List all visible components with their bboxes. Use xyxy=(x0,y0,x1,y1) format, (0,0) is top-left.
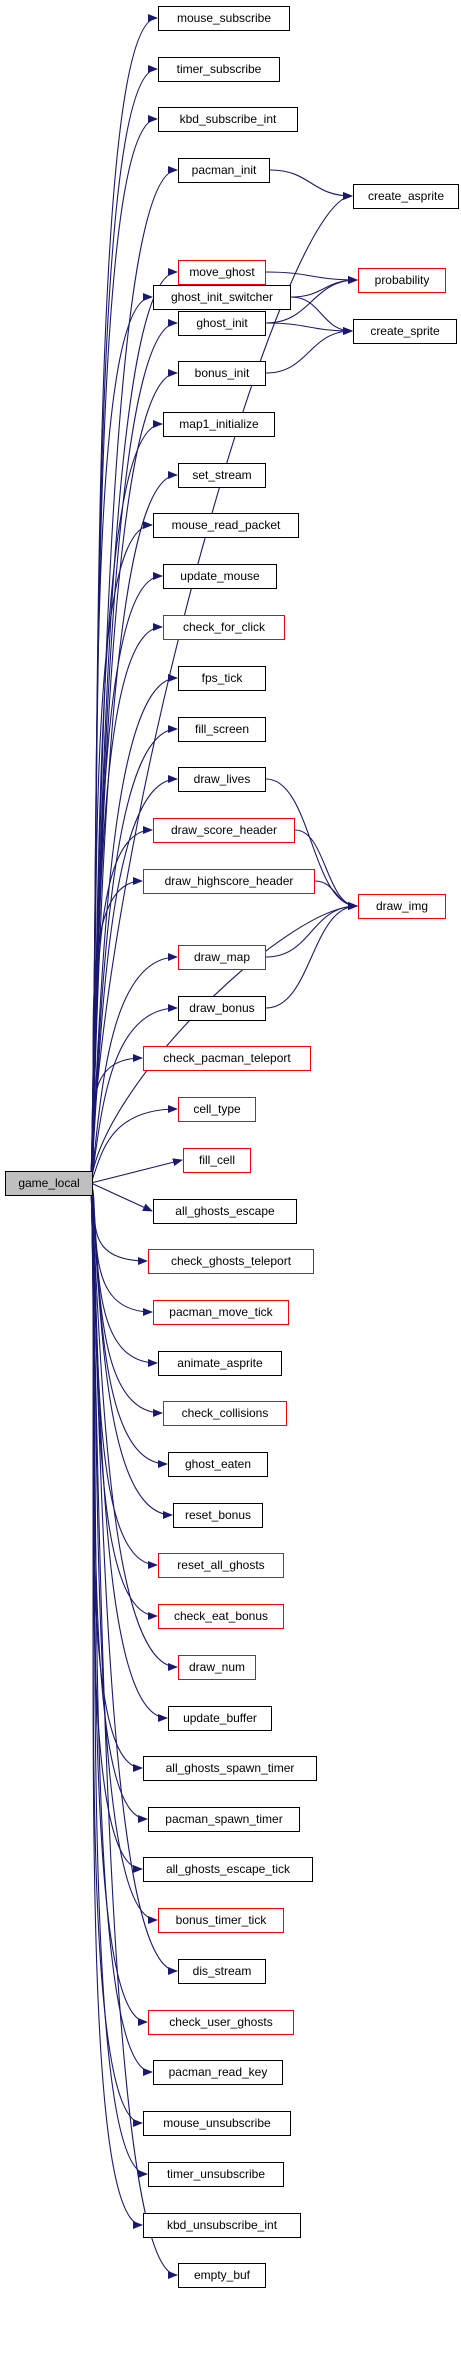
node-draw-highscore-header[interactable]: draw_highscore_header xyxy=(143,868,315,894)
edge-draw-map-to-draw-img xyxy=(265,902,358,958)
node-all-ghosts-escape-tick[interactable]: all_ghosts_escape_tick xyxy=(143,1856,313,1882)
edge-game-local-to-draw-map xyxy=(90,953,178,1184)
edge-draw-highscore-header-to-draw-img xyxy=(314,880,358,910)
node-check-pacman-teleport[interactable]: check_pacman_teleport xyxy=(143,1045,311,1071)
node-kbd-unsubscribe-int[interactable]: kbd_unsubscribe_int xyxy=(143,2212,301,2238)
node-draw-lives[interactable]: draw_lives xyxy=(178,766,266,792)
node-mouse-unsubscribe[interactable]: mouse_unsubscribe xyxy=(143,2110,291,2136)
edge-game-local-to-create-asprite xyxy=(90,192,353,1184)
edge-game-local-to-all-ghosts-escape xyxy=(90,1182,153,1212)
node-ghost-init[interactable]: ghost_init xyxy=(178,310,266,336)
node-probability[interactable]: probability xyxy=(358,267,446,293)
node-pacman-read-key[interactable]: pacman_read_key xyxy=(153,2059,283,2085)
node-set-stream[interactable]: set_stream xyxy=(178,462,266,488)
node-bonus-timer-tick[interactable]: bonus_timer_tick xyxy=(158,1907,284,1933)
edge-game-local-to-reset-all-ghosts xyxy=(90,1182,158,1569)
edge-pacman-init-to-create-asprite xyxy=(269,169,353,200)
edge-game-local-to-draw-lives xyxy=(90,775,178,1184)
node-pacman-init[interactable]: pacman_init xyxy=(178,157,270,183)
node-reset-bonus[interactable]: reset_bonus xyxy=(173,1502,263,1528)
edge-game-local-to-kbd-unsubscribe-int xyxy=(90,1182,143,2229)
node-draw-num[interactable]: draw_num xyxy=(178,1654,256,1680)
edge-game-local-to-update-buffer xyxy=(90,1182,168,1722)
node-fill-cell[interactable]: fill_cell xyxy=(183,1147,251,1173)
node-check-ghosts-teleport[interactable]: check_ghosts_teleport xyxy=(148,1248,314,1274)
node-reset-all-ghosts[interactable]: reset_all_ghosts xyxy=(158,1552,284,1578)
node-game-local: game_local xyxy=(5,1170,93,1196)
node-bonus-init[interactable]: bonus_init xyxy=(178,360,266,386)
edge-game-local-to-fill-cell xyxy=(90,1158,183,1184)
edge-game-local-to-draw-bonus xyxy=(90,1004,178,1184)
edge-game-local-to-check-ghosts-teleport xyxy=(90,1182,148,1265)
node-fill-screen[interactable]: fill_screen xyxy=(178,716,266,742)
edge-ghost-init-to-create-sprite xyxy=(265,322,353,335)
node-animate-asprite[interactable]: animate_asprite xyxy=(158,1350,282,1376)
node-draw-score-header[interactable]: draw_score_header xyxy=(153,817,295,843)
node-update-mouse[interactable]: update_mouse xyxy=(163,563,277,589)
node-pacman-spawn-timer[interactable]: pacman_spawn_timer xyxy=(148,1806,300,1832)
node-draw-bonus[interactable]: draw_bonus xyxy=(178,995,266,1021)
call-edges xyxy=(90,14,358,2279)
node-check-for-click[interactable]: check_for_click xyxy=(163,614,285,640)
node-move-ghost[interactable]: move_ghost xyxy=(178,259,266,285)
edge-game-local-to-mouse-read-packet xyxy=(90,521,153,1184)
edge-draw-bonus-to-draw-img xyxy=(265,902,358,1009)
edge-game-local-to-dis-stream xyxy=(90,1182,178,1975)
node-check-eat-bonus[interactable]: check_eat_bonus xyxy=(158,1603,284,1629)
node-mouse-read-packet[interactable]: mouse_read_packet xyxy=(153,512,299,538)
node-timer-unsubscribe[interactable]: timer_unsubscribe xyxy=(148,2161,284,2187)
node-draw-img[interactable]: draw_img xyxy=(358,893,446,919)
edge-bonus-init-to-create-sprite xyxy=(265,327,353,374)
edge-game-local-to-reset-bonus xyxy=(90,1182,173,1519)
node-update-buffer[interactable]: update_buffer xyxy=(168,1705,272,1731)
node-ghost-eaten[interactable]: ghost_eaten xyxy=(168,1451,268,1477)
node-mouse-subscribe[interactable]: mouse_subscribe xyxy=(158,5,290,31)
edge-draw-score-header-to-draw-img xyxy=(294,829,358,910)
node-map1-initialize[interactable]: map1_initialize xyxy=(163,411,275,437)
node-timer-subscribe[interactable]: timer_subscribe xyxy=(158,56,280,82)
edge-game-local-to-pacman-move-tick xyxy=(90,1182,153,1316)
node-all-ghosts-spawn-timer[interactable]: all_ghosts_spawn_timer xyxy=(143,1755,317,1781)
node-dis-stream[interactable]: dis_stream xyxy=(178,1958,266,1984)
edge-move-ghost-to-probability xyxy=(265,271,358,284)
edge-game-local-to-kbd-subscribe-int xyxy=(90,115,158,1184)
edge-ghost-init-switcher-to-probability xyxy=(290,276,358,298)
node-pacman-move-tick[interactable]: pacman_move_tick xyxy=(153,1299,289,1325)
node-ghost-init-switcher[interactable]: ghost_init_switcher xyxy=(153,284,291,310)
edge-game-local-to-cell-type xyxy=(90,1105,178,1184)
node-create-asprite[interactable]: create_asprite xyxy=(353,183,459,209)
node-cell-type[interactable]: cell_type xyxy=(178,1096,256,1122)
edge-game-local-to-check-pacman-teleport xyxy=(90,1054,143,1184)
edge-game-local-to-draw-num xyxy=(90,1182,178,1671)
edge-ghost-init-to-probability xyxy=(265,276,358,324)
node-kbd-subscribe-int[interactable]: kbd_subscribe_int xyxy=(158,106,298,132)
node-empty-buf[interactable]: empty_buf xyxy=(178,2262,266,2288)
node-draw-map[interactable]: draw_map xyxy=(178,944,266,970)
node-create-sprite[interactable]: create_sprite xyxy=(353,318,457,344)
node-check-collisions[interactable]: check_collisions xyxy=(163,1400,287,1426)
node-check-user-ghosts[interactable]: check_user_ghosts xyxy=(148,2009,294,2035)
node-all-ghosts-escape[interactable]: all_ghosts_escape xyxy=(153,1198,297,1224)
node-fps-tick[interactable]: fps_tick xyxy=(178,665,266,691)
